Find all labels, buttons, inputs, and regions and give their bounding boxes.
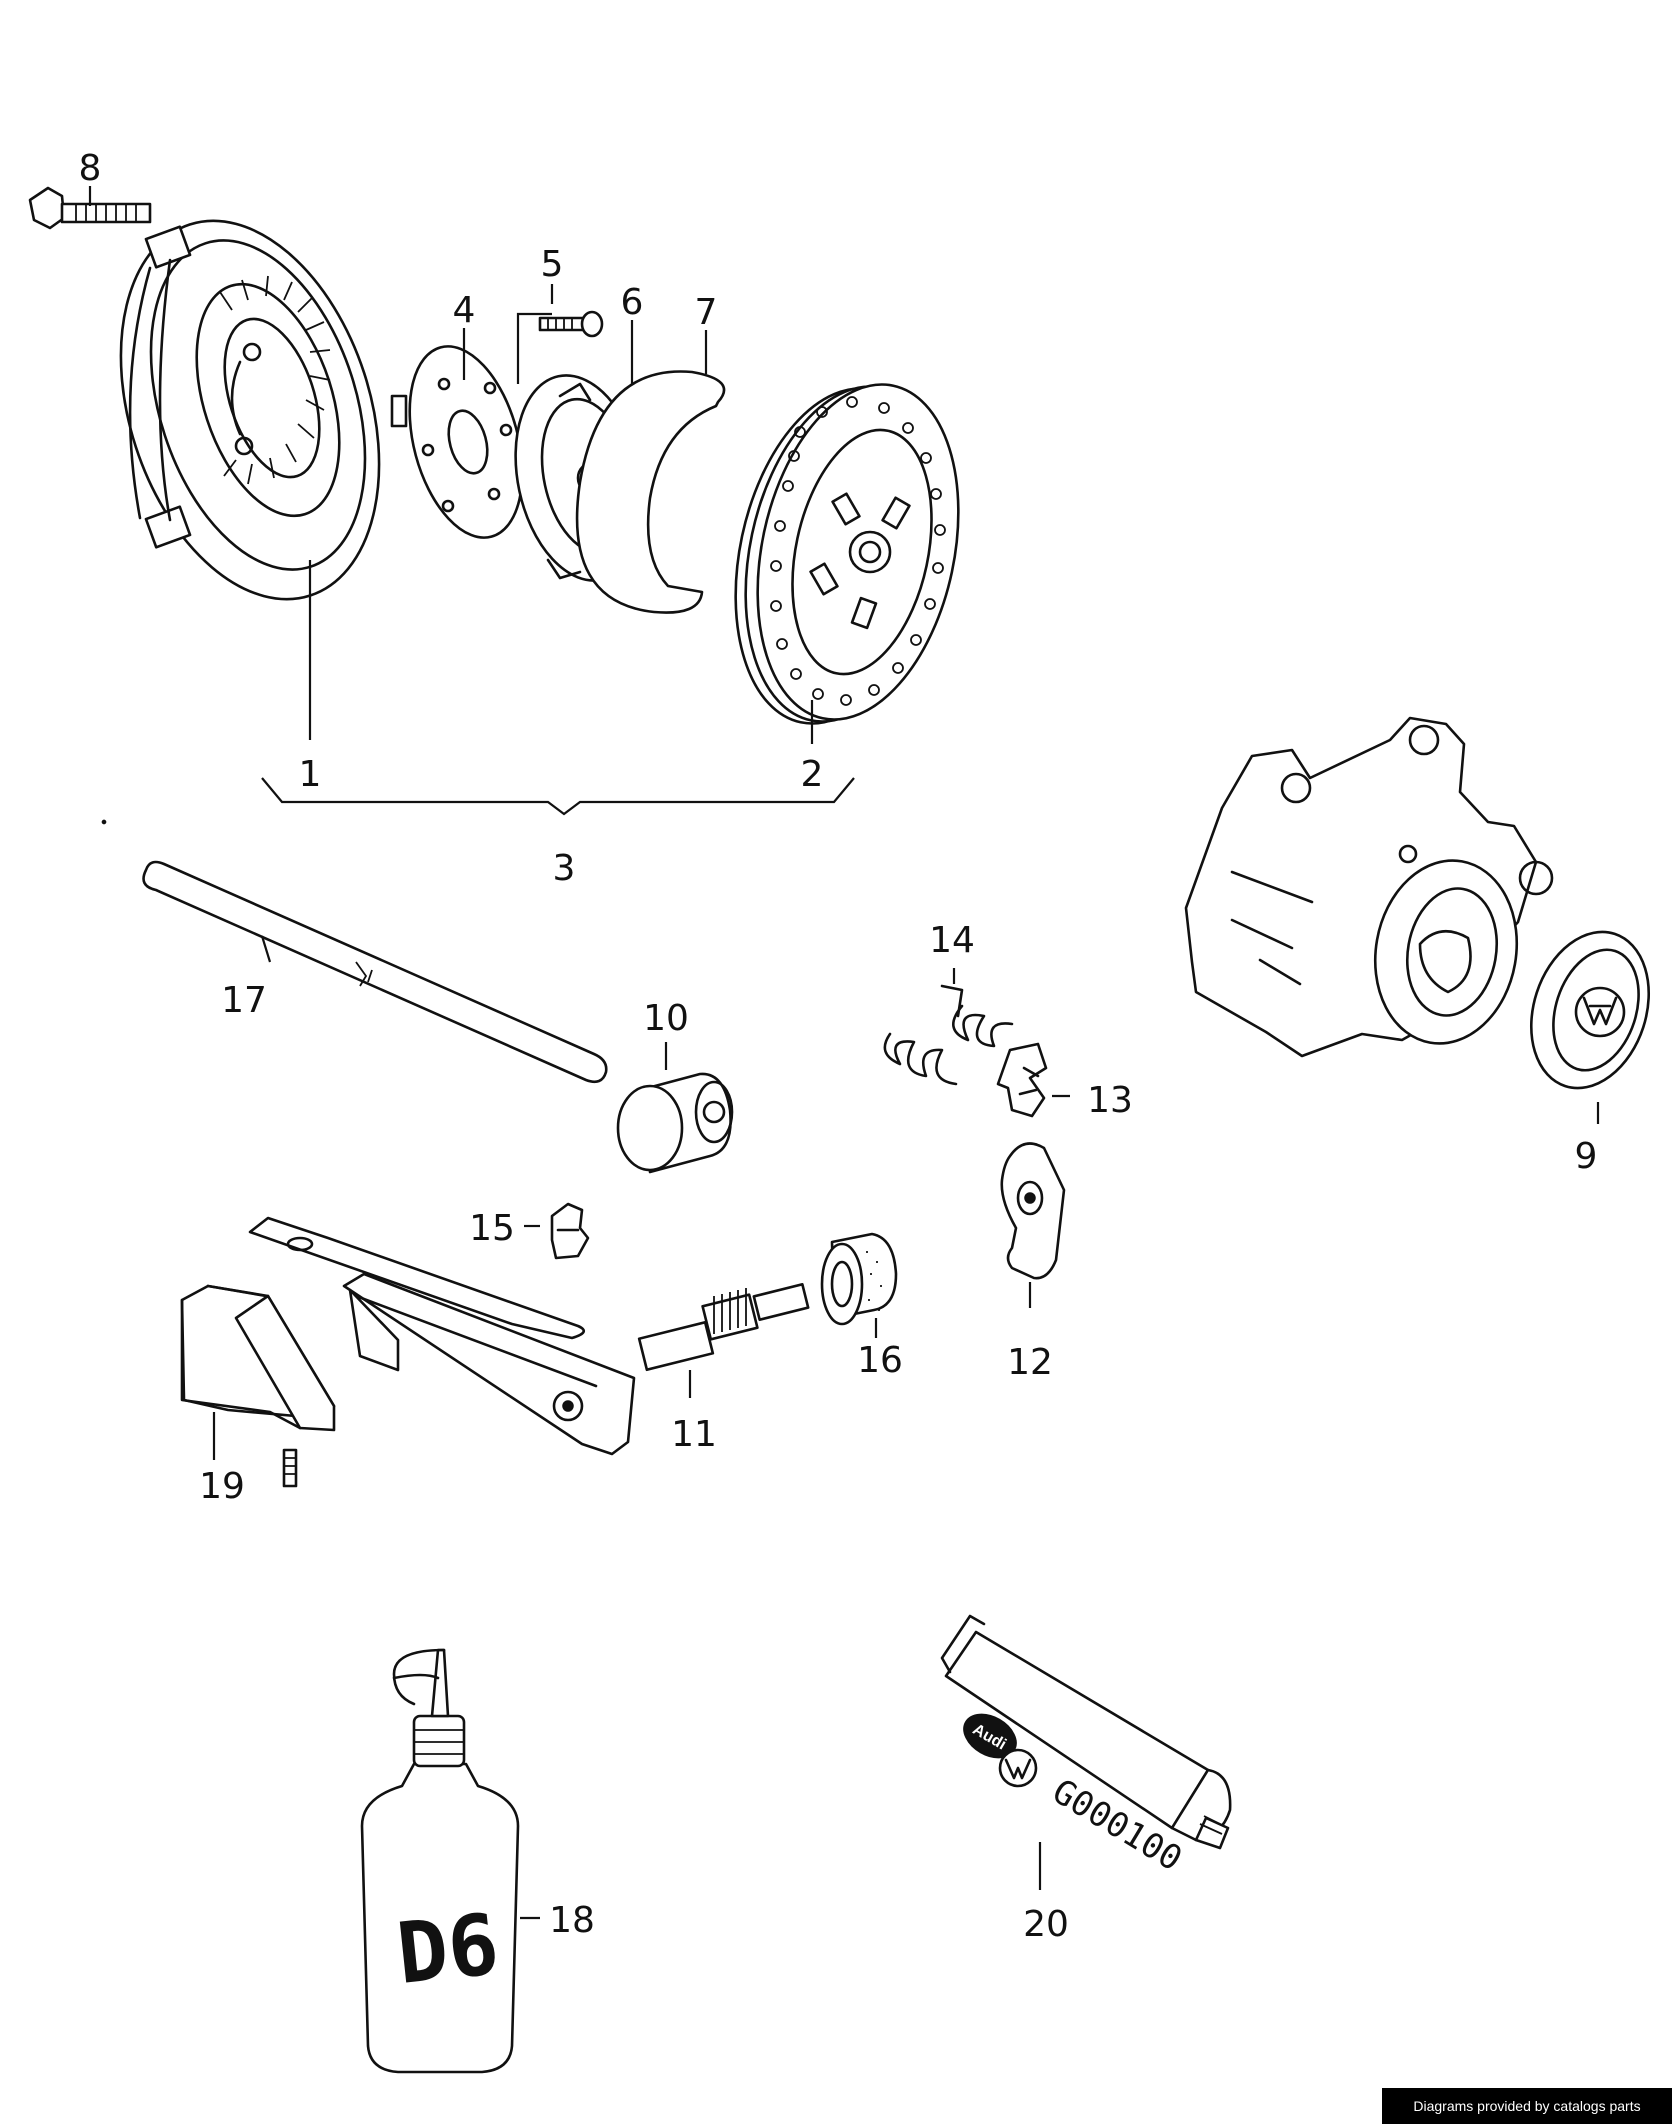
vw-logo-icon bbox=[1574, 986, 1626, 1038]
part-1-pressure-plate[interactable] bbox=[76, 187, 425, 632]
bottle-label: D6 bbox=[392, 1895, 503, 2003]
callout-6: 6 bbox=[621, 282, 644, 323]
callout-20: 20 bbox=[1023, 1904, 1069, 1945]
credit-banner: Diagrams provided by catalogs parts bbox=[1382, 2088, 1672, 2124]
part-17-rod[interactable] bbox=[142, 860, 608, 1084]
part-12-lever[interactable] bbox=[1000, 1142, 1066, 1280]
callout-18: 18 bbox=[549, 1900, 595, 1941]
part-9-housing bbox=[1184, 716, 1554, 1058]
callout-12: 12 bbox=[1007, 1342, 1053, 1383]
part-20-tube[interactable]: Audi G000100 bbox=[940, 1614, 1232, 1880]
part-13-clip[interactable] bbox=[996, 1042, 1048, 1118]
callout-14: 14 bbox=[929, 920, 975, 961]
callout-11: 11 bbox=[671, 1414, 717, 1455]
vw-logo-icon bbox=[998, 1748, 1038, 1788]
callout-19: 19 bbox=[199, 1466, 245, 1507]
audi-logo-icon: Audi bbox=[963, 1713, 1017, 1759]
callouts: 8 1 2 3 4 5 6 7 9 10 11 12 13 14 15 16 1… bbox=[79, 148, 1598, 1945]
callout-3: 3 bbox=[553, 848, 576, 889]
part-16-bushing[interactable] bbox=[820, 1232, 898, 1326]
callout-15: 15 bbox=[469, 1208, 515, 1249]
part-4-plate[interactable] bbox=[390, 334, 541, 550]
callout-2: 2 bbox=[801, 754, 824, 795]
part-14-spring[interactable] bbox=[883, 984, 1014, 1086]
leader-lines bbox=[88, 186, 1600, 1920]
callout-7: 7 bbox=[695, 292, 718, 333]
part-11-shaft[interactable] bbox=[248, 1216, 810, 1456]
callout-8: 8 bbox=[79, 148, 102, 189]
callout-10: 10 bbox=[643, 998, 689, 1039]
callout-4: 4 bbox=[453, 290, 476, 331]
part-15-clip[interactable] bbox=[550, 1202, 590, 1260]
part-9-cap[interactable] bbox=[1512, 917, 1668, 1104]
callout-5: 5 bbox=[541, 244, 564, 285]
callout-17: 17 bbox=[221, 980, 267, 1021]
part-5-screw[interactable] bbox=[538, 310, 604, 338]
part-7-ring[interactable] bbox=[575, 370, 726, 614]
callout-9: 9 bbox=[1575, 1136, 1598, 1177]
callout-1: 1 bbox=[299, 754, 322, 795]
part-19-pedal[interactable] bbox=[180, 1284, 336, 1488]
part-2-clutch-disc[interactable] bbox=[707, 366, 987, 742]
part-10-bushing[interactable] bbox=[616, 1072, 734, 1174]
disc-rivets bbox=[770, 396, 946, 706]
callout-13: 13 bbox=[1087, 1080, 1133, 1121]
callout-16: 16 bbox=[857, 1340, 903, 1381]
part-8-bolt[interactable] bbox=[28, 186, 152, 230]
part-18-bottle[interactable]: D6 bbox=[360, 1648, 520, 2074]
